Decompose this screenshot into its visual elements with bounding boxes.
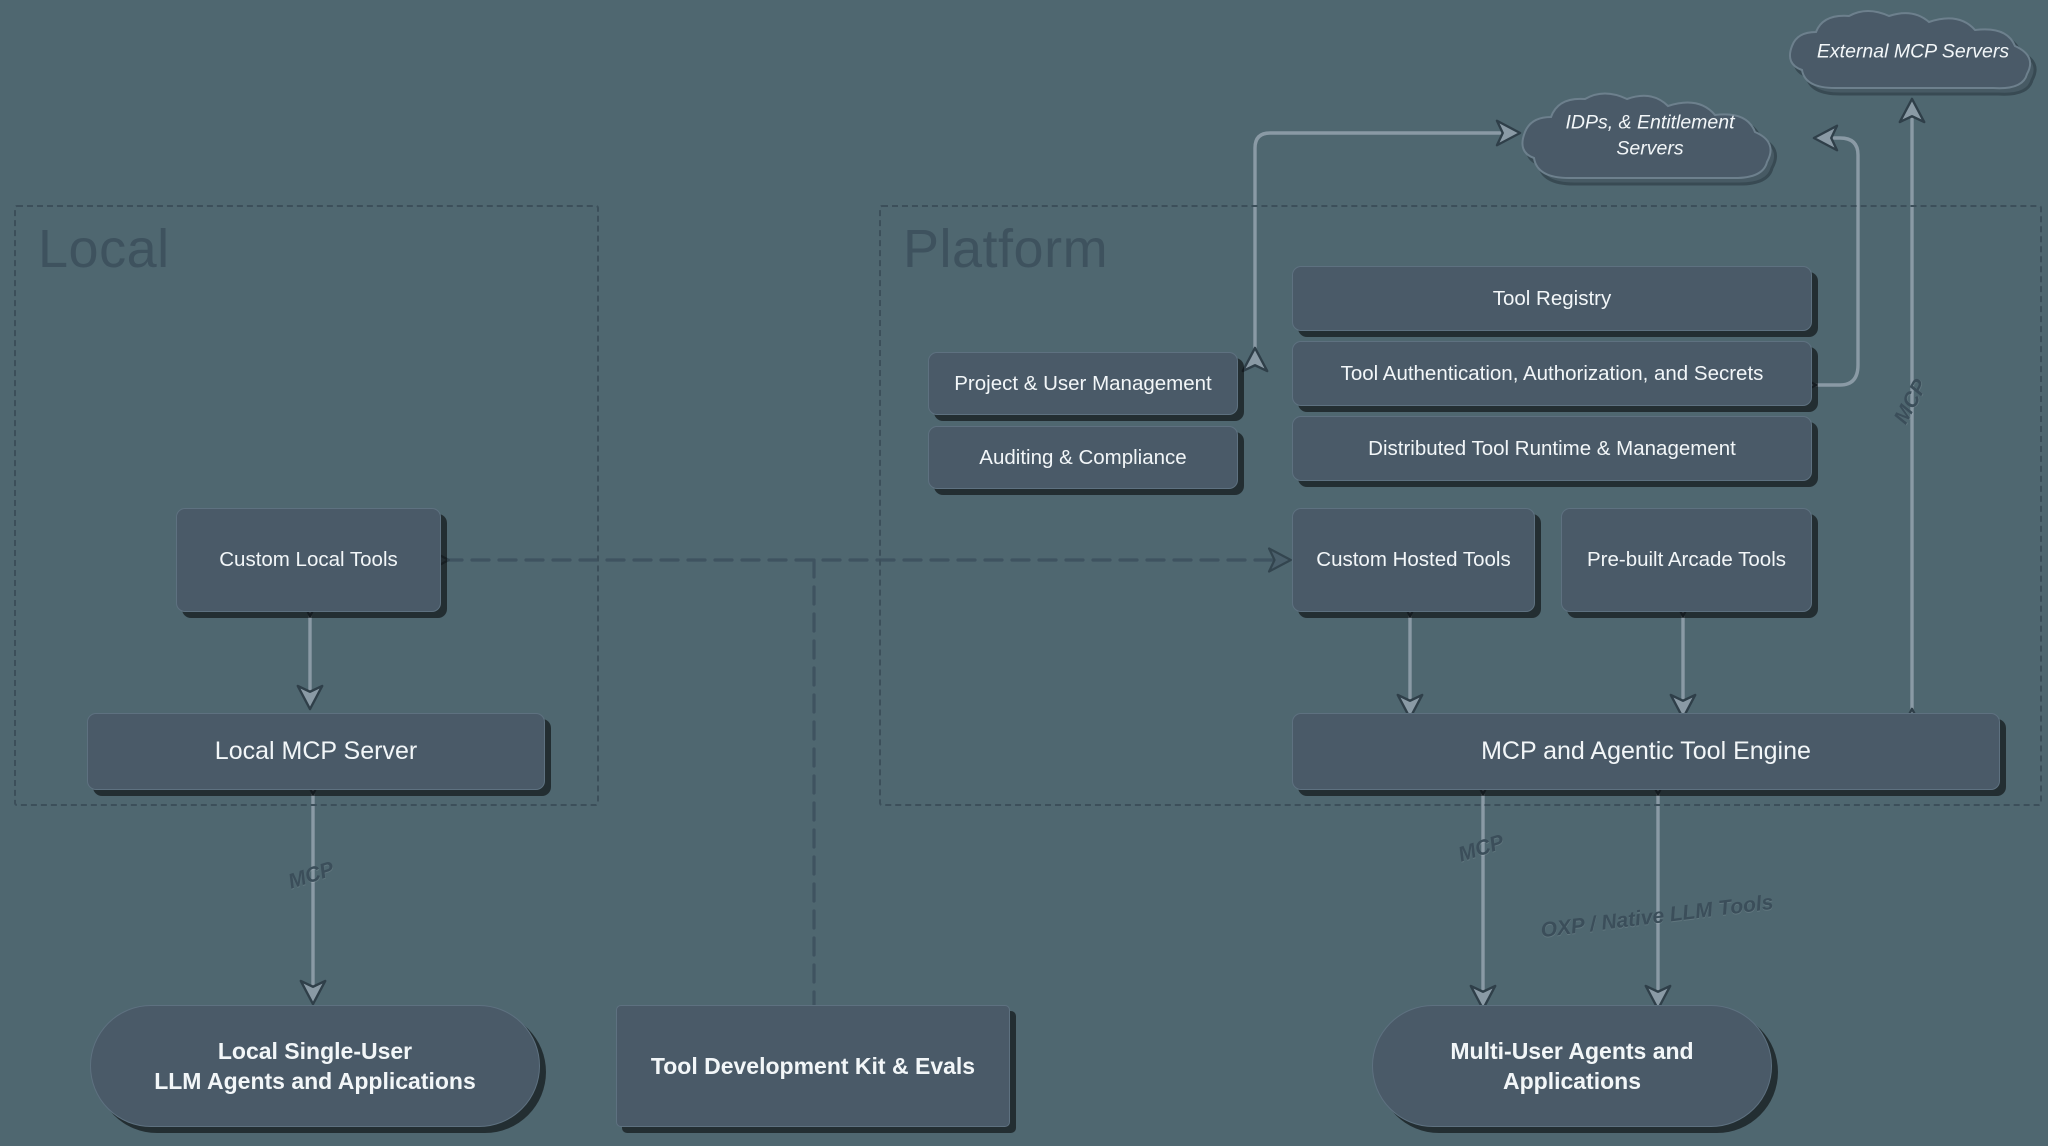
zone-local-label: Local [38, 219, 170, 279]
actor-line-1: Multi-User Agents and [1450, 1037, 1694, 1064]
node-distributed-runtime-label: Distributed Tool Runtime & Management [1368, 436, 1736, 460]
actor-multi-user-agents-label: Multi-User Agents and Applications [1436, 1036, 1707, 1097]
node-custom-hosted-tools[interactable]: Custom Hosted Tools [1292, 508, 1535, 612]
edge-tool-auth-to-idps [1791, 124, 1860, 399]
actor-local-single-user-agents-label: Local Single-User LLM Agents and Applica… [140, 1036, 490, 1097]
node-tool-development-kit-label: Tool Development Kit & Evals [650, 1052, 976, 1079]
actor-line-2: LLM Agents and Applications [154, 1068, 476, 1094]
node-tool-auth[interactable]: Tool Authentication, Authorization, and … [1292, 341, 1812, 406]
cloud-idps-entitlement-servers-label: IDPs, & Entitlement Servers [1565, 112, 1735, 160]
node-prebuilt-arcade-tools-label: Pre-built Arcade Tools [1586, 548, 1787, 572]
node-mcp-agentic-tool-engine[interactable]: MCP and Agentic Tool Engine [1292, 713, 2000, 790]
cloud-shape [1521, 92, 1777, 186]
node-project-user-management-label: Project & User Management [954, 371, 1212, 395]
zone-platform-label: Platform [903, 219, 1109, 279]
cloud-shape [1789, 10, 2037, 96]
node-custom-local-tools-label: Custom Local Tools [219, 548, 398, 572]
actor-multi-user-agents[interactable]: Multi-User Agents and Applications [1372, 1005, 1772, 1127]
node-tool-auth-label: Tool Authentication, Authorization, and … [1340, 361, 1764, 385]
cloud-external-mcp-servers-label: External MCP Servers [1816, 40, 2010, 63]
node-auditing-compliance[interactable]: Auditing & Compliance [928, 426, 1238, 489]
node-project-user-management[interactable]: Project & User Management [928, 352, 1238, 415]
cloud-idps-entitlement-servers: IDPs, & Entitlement Servers [1510, 88, 1790, 198]
node-auditing-compliance-label: Auditing & Compliance [979, 445, 1187, 469]
node-custom-hosted-tools-label: Custom Hosted Tools [1316, 548, 1511, 572]
edge-project-users-to-idps [1241, 119, 1522, 373]
node-prebuilt-arcade-tools[interactable]: Pre-built Arcade Tools [1561, 508, 1812, 612]
node-tool-registry-label: Tool Registry [1492, 286, 1612, 310]
node-tool-development-kit[interactable]: Tool Development Kit & Evals [616, 1005, 1010, 1127]
cloud-external-mcp-servers: External MCP Servers [1778, 6, 2048, 106]
actor-line-2: Applications [1502, 1068, 1641, 1094]
zone-platform [879, 205, 2042, 806]
node-tool-registry[interactable]: Tool Registry [1292, 266, 1812, 331]
node-local-mcp-server[interactable]: Local MCP Server [87, 713, 545, 790]
actor-line-1: Local Single-User [217, 1037, 413, 1064]
node-local-mcp-server-label: Local MCP Server [214, 737, 418, 765]
node-mcp-agentic-tool-engine-label: MCP and Agentic Tool Engine [1481, 737, 1811, 765]
node-custom-local-tools[interactable]: Custom Local Tools [176, 508, 441, 612]
zone-local [14, 205, 599, 806]
node-distributed-runtime[interactable]: Distributed Tool Runtime & Management [1292, 416, 1812, 481]
actor-local-single-user-agents[interactable]: Local Single-User LLM Agents and Applica… [90, 1005, 540, 1127]
